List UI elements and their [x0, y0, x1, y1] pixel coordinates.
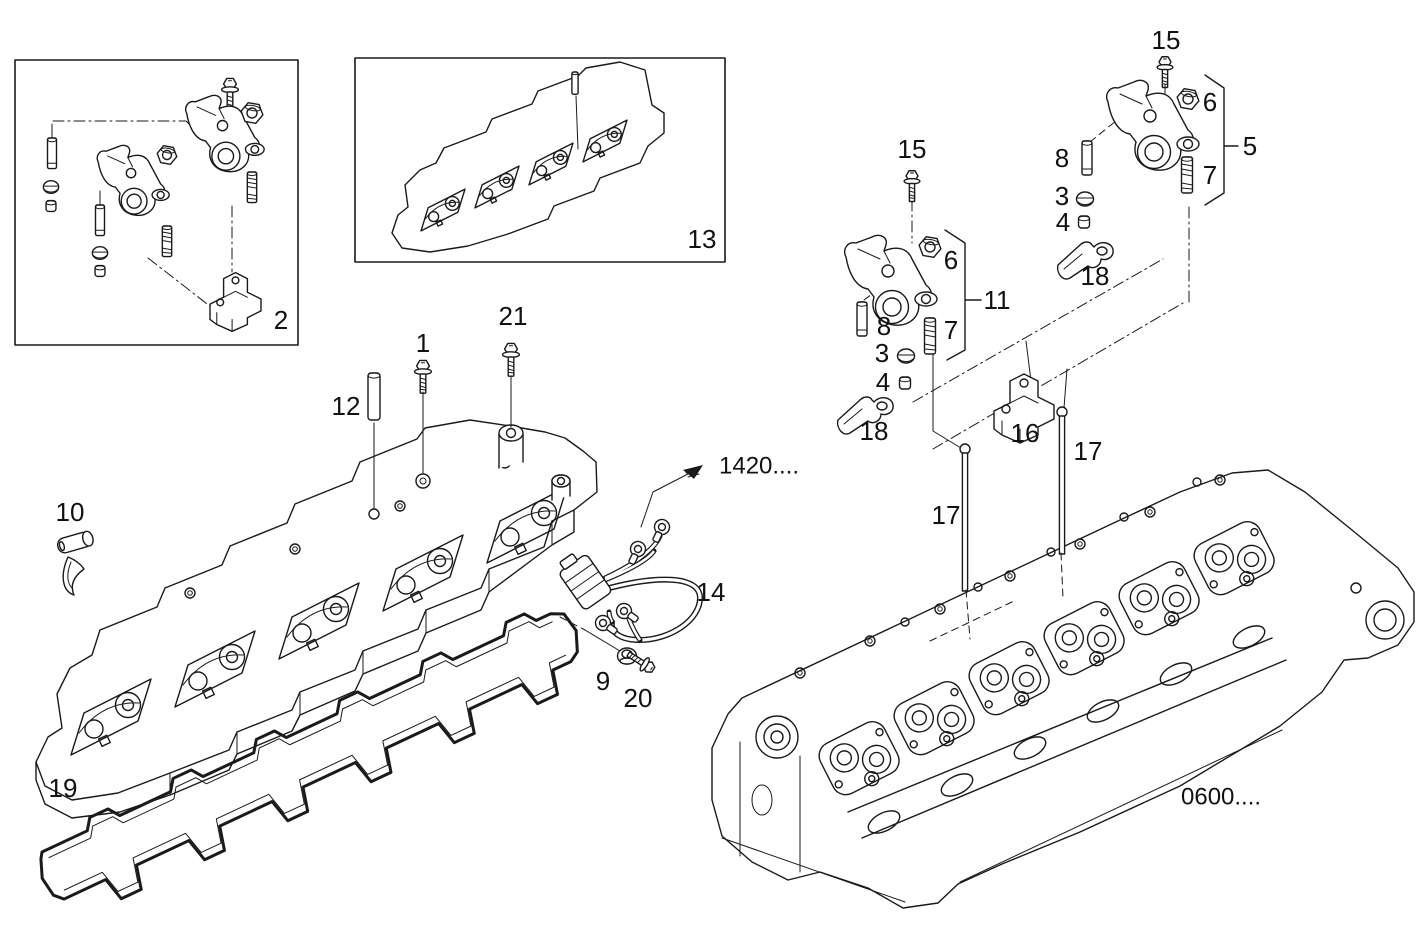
part-label-15-10: 15: [898, 134, 927, 164]
housing-bolt-tower: [499, 425, 570, 500]
part-label-11-20: 11: [984, 285, 1011, 315]
part-label-1420-29: 1420....: [719, 453, 799, 480]
part-label-19-6: 19: [49, 773, 78, 803]
cable-harness: [554, 516, 700, 640]
part-label-7-21: 7: [944, 315, 958, 345]
part-label-20-9: 20: [624, 683, 653, 713]
part-label-2-0: 2: [274, 305, 288, 335]
part-label-9-8: 9: [596, 666, 610, 696]
part-label-14-7: 14: [697, 577, 726, 607]
part-label-7-14: 7: [1203, 160, 1217, 190]
cross-reference-arrow: [641, 465, 703, 527]
part-label-3-16: 3: [1055, 181, 1069, 211]
part-label-1-3: 1: [416, 328, 430, 358]
part-label-6-19: 6: [944, 245, 958, 275]
inset-rocker-assembly: [15, 60, 298, 345]
part-label-16-26: 16: [1011, 418, 1040, 448]
part-label-8-22: 8: [877, 311, 891, 341]
part-label-0600-30: 0600....: [1181, 784, 1261, 811]
part-label-18-18: 18: [1081, 261, 1110, 291]
rocker-group-5: [1056, 56, 1238, 280]
cylinder-head: [712, 470, 1414, 908]
part-label-4-24: 4: [876, 367, 890, 397]
part-label-4-17: 4: [1056, 207, 1070, 237]
valve-cover-gasket: [27, 597, 597, 925]
part-label-3-23: 3: [875, 338, 889, 368]
part-label-10-5: 10: [56, 497, 85, 527]
harness-nut-bolt: [560, 617, 658, 677]
harness-connector: [554, 547, 613, 611]
head-ports: [865, 621, 1268, 837]
part-label-5-13: 5: [1243, 131, 1257, 161]
part-label-17-27: 17: [932, 500, 961, 530]
part-label-15-11: 15: [1152, 25, 1181, 55]
part-label-12-2: 12: [332, 391, 361, 421]
inset-housing-cover: [355, 58, 725, 262]
clip-10: [56, 530, 95, 595]
part-label-8-15: 8: [1055, 143, 1069, 173]
part-label-6-12: 6: [1203, 87, 1217, 117]
head-bolt-bosses: [795, 475, 1225, 678]
rocker-housing: [36, 420, 597, 818]
part-label-21-4: 21: [499, 301, 528, 331]
part-label-13-1: 13: [688, 224, 717, 254]
part-label-18-25: 18: [860, 416, 889, 446]
rocker-group-11: [836, 170, 981, 448]
part-label-17-28: 17: [1074, 436, 1103, 466]
